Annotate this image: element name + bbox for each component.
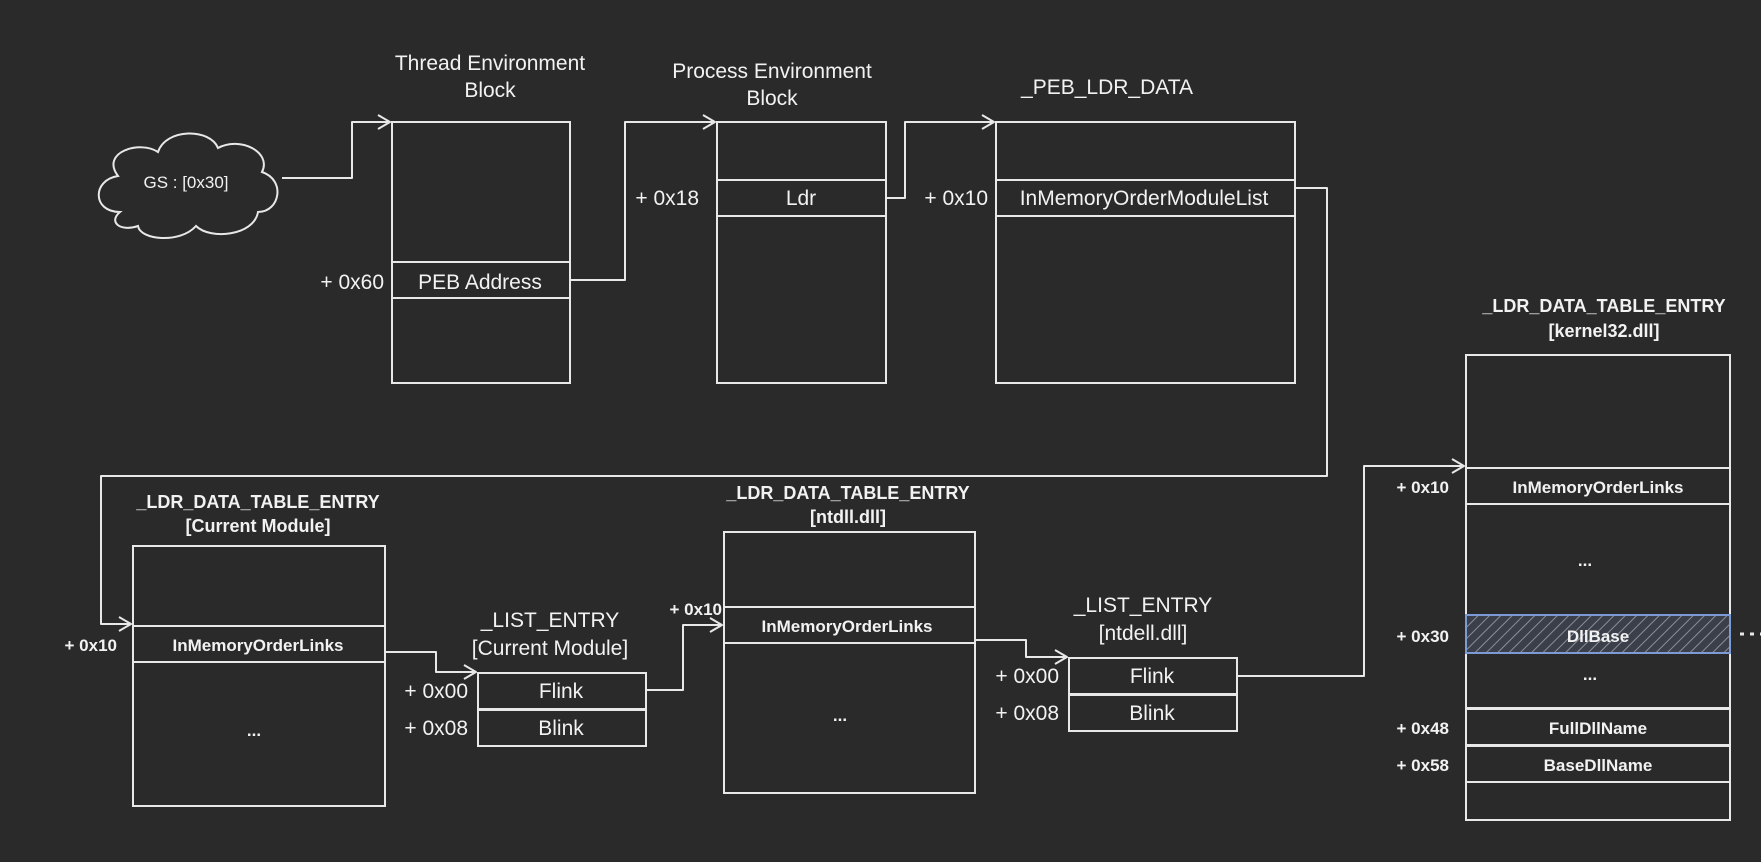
ntdll-entry-offset: + 0x10 <box>670 600 722 619</box>
kernel32-ellipsis-2: ... <box>1583 665 1597 684</box>
arrow-teb-to-peb <box>570 121 713 281</box>
arrow-ntdll-flink-to-kernel32 <box>1237 465 1462 677</box>
teb-title-line1: Thread Environment <box>395 52 585 75</box>
kernel32-offset-base: + 0x58 <box>1397 756 1449 775</box>
ntdll-list-title-line1: _LIST_ENTRY <box>1073 594 1213 617</box>
ntdll-entry: _LDR_DATA_TABLE_ENTRY [ntdll.dll] InMemo… <box>670 483 976 794</box>
peb-ldr-data-title: _PEB_LDR_DATA <box>1020 76 1193 99</box>
peb-title-line2: Block <box>746 87 798 110</box>
arrow-current-entry-to-list <box>385 651 474 673</box>
ntdll-list-blink: Blink <box>1129 702 1175 725</box>
ntdll-entry-field-inmemoryorderlinks: InMemoryOrderLinks <box>762 617 933 636</box>
kernel32-ellipsis-1: ... <box>1578 551 1592 570</box>
current-entry-title-line1: _LDR_DATA_TABLE_ENTRY <box>135 492 379 512</box>
kernel32-field-fulldllname: FullDllName <box>1549 719 1647 738</box>
current-module-entry: _LDR_DATA_TABLE_ENTRY [Current Module] I… <box>65 492 386 807</box>
connectors <box>100 114 1465 691</box>
current-entry-field-inmemoryorderlinks: InMemoryOrderLinks <box>173 636 344 655</box>
ntdll-list-entry: _LIST_ENTRY [ntdell.dll] Flink Blink + 0… <box>995 594 1238 732</box>
kernel32-dllbase-highlight <box>1465 614 1731 654</box>
current-entry-offset: + 0x10 <box>65 636 117 655</box>
kernel32-offset-full: + 0x48 <box>1397 719 1449 738</box>
gs-label: GS : [0x30] <box>143 173 228 192</box>
current-list-flink-offset: + 0x00 <box>404 680 468 703</box>
peb-ldr-field-inmemoryordermodulelist: InMemoryOrderModuleList <box>1020 187 1269 210</box>
teb-field-peb-address: PEB Address <box>418 271 542 294</box>
gs-cloud: GS : [0x30] <box>97 132 279 240</box>
teb-block: Thread Environment Block PEB Address + 0… <box>320 52 585 384</box>
kernel32-field-basedllname: BaseDllName <box>1544 756 1653 775</box>
kernel32-field-dllbase: DllBase <box>1567 627 1629 646</box>
peb-offset: + 0x18 <box>635 187 699 210</box>
kernel32-entry-title-line2: [kernel32.dll] <box>1548 321 1659 341</box>
teb-offset: + 0x60 <box>320 271 384 294</box>
current-list-flink: Flink <box>539 680 584 703</box>
peb-title-line1: Process Environment <box>672 60 872 83</box>
peb-block: Process Environment Block Ldr + 0x18 <box>635 60 887 384</box>
ntdll-list-flink: Flink <box>1130 665 1175 688</box>
current-module-list-entry: _LIST_ENTRY [Current Module] Flink Blink… <box>404 609 647 747</box>
teb-title-line2: Block <box>464 79 516 102</box>
kernel32-entry-title-line1: _LDR_DATA_TABLE_ENTRY <box>1481 296 1725 316</box>
current-list-blink-offset: + 0x08 <box>404 717 468 740</box>
ntdll-entry-ellipsis: ... <box>833 706 847 725</box>
current-entry-title-line2: [Current Module] <box>186 516 331 536</box>
current-entry-ellipsis: ... <box>247 721 261 740</box>
kernel32-field-inmemoryorderlinks: InMemoryOrderLinks <box>1513 478 1684 497</box>
current-list-blink: Blink <box>538 717 584 740</box>
arrow-gs-to-teb <box>282 121 388 179</box>
ntdll-list-title-line2: [ntdell.dll] <box>1099 622 1188 645</box>
ntdll-list-flink-offset: + 0x00 <box>995 665 1059 688</box>
arrow-ldr-data-to-current-entry <box>100 187 1328 625</box>
arrow-ntdll-entry-to-list <box>975 639 1065 658</box>
ntdll-entry-title-line2: [ntdll.dll] <box>810 507 886 527</box>
peb-ldr-offset: + 0x10 <box>924 187 988 210</box>
kernel32-entry: _LDR_DATA_TABLE_ENTRY [kernel32.dll] InM… <box>1397 296 1761 821</box>
arrow-current-flink-to-ntdll <box>646 624 720 691</box>
ntdll-list-blink-offset: + 0x08 <box>995 702 1059 725</box>
peb-field-ldr: Ldr <box>786 187 816 210</box>
kernel32-offset-dllbase: + 0x30 <box>1397 627 1449 646</box>
kernel32-offset-links: + 0x10 <box>1397 478 1449 497</box>
current-list-title-line2: [Current Module] <box>472 637 628 660</box>
ntdll-entry-title-line1: _LDR_DATA_TABLE_ENTRY <box>725 483 969 503</box>
current-list-title-line1: _LIST_ENTRY <box>480 609 620 632</box>
peb-ldr-data-block: _PEB_LDR_DATA InMemoryOrderModuleList + … <box>924 76 1296 384</box>
arrow-peb-to-ldr-data <box>886 121 992 199</box>
